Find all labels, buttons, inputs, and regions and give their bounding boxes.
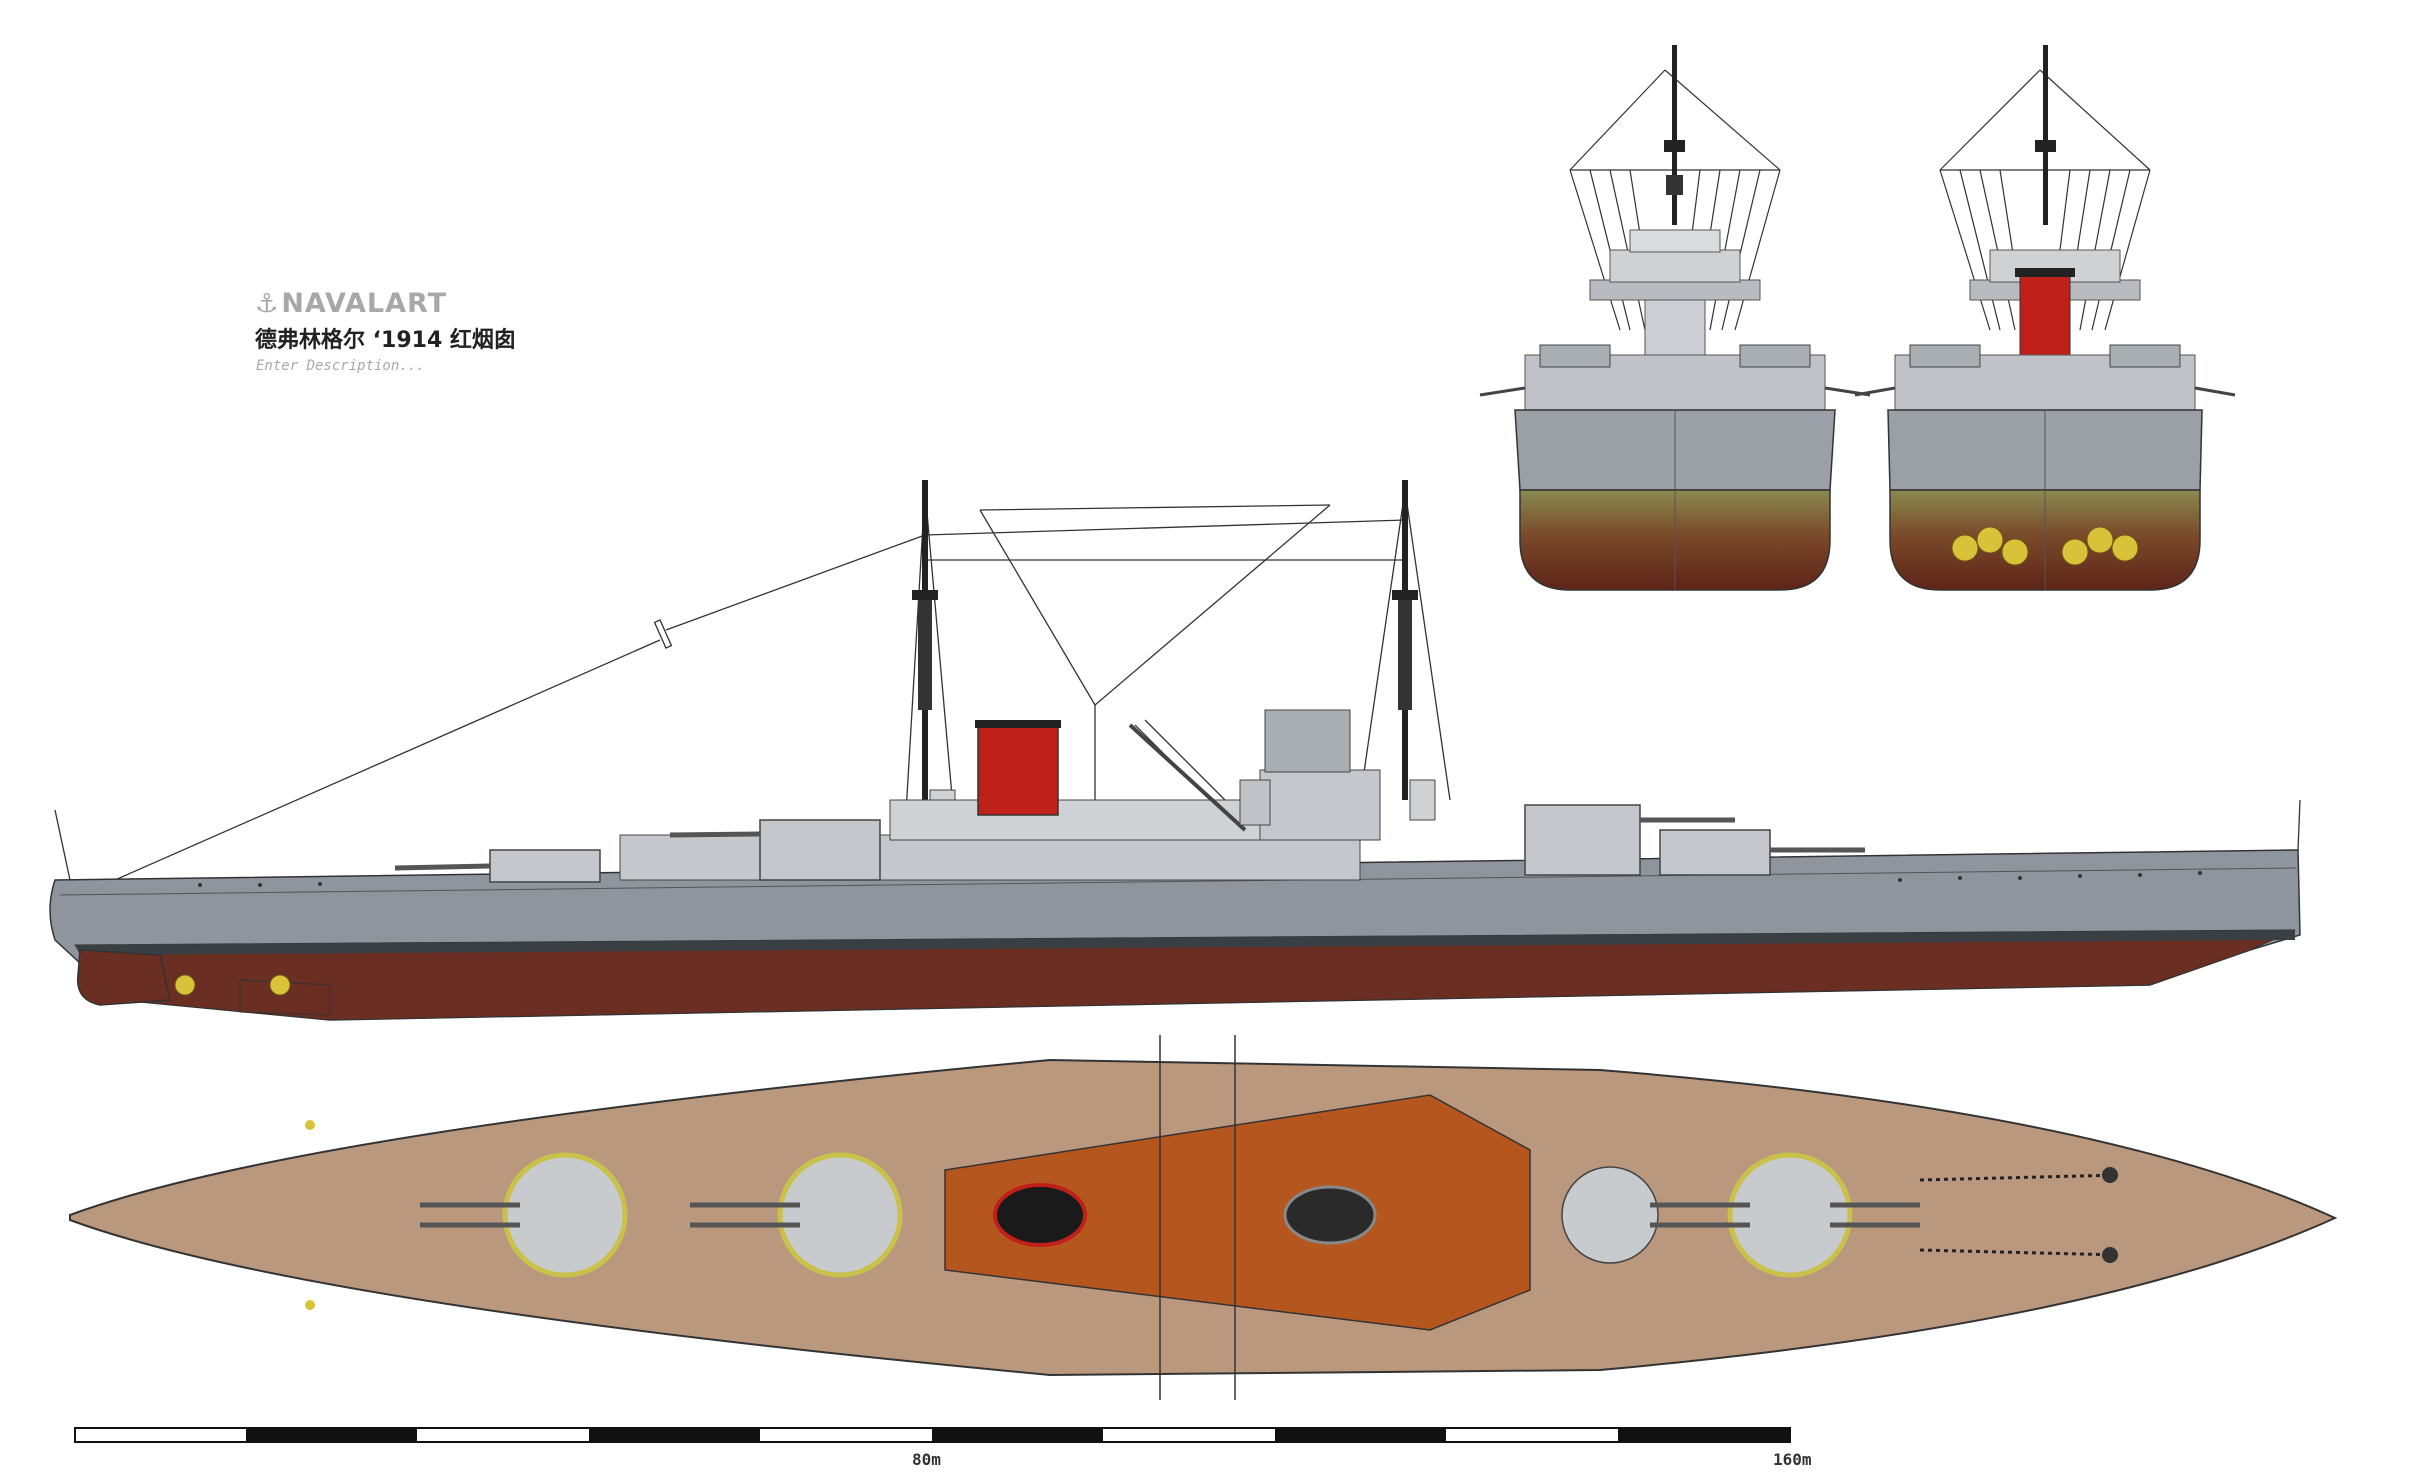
- brand-text: NAVALART: [281, 288, 448, 319]
- scale-label-mid: 80m: [912, 1450, 941, 1469]
- description-placeholder[interactable]: Enter Description...: [256, 358, 425, 374]
- drawing-title: 德弗林格尔 ‘1914 红烟囱: [255, 328, 516, 353]
- scale-bar: [74, 1427, 1791, 1443]
- deck-plan: [69, 1035, 2338, 1400]
- rear-view-stern: [1854, 45, 2236, 591]
- front-view-bow: [1479, 45, 1871, 591]
- propeller-icon: [1951, 526, 2139, 566]
- scale-label-end: 160m: [1773, 1450, 1812, 1469]
- side-profile: [49, 480, 2301, 1021]
- brand-logo: ⚓NAVALART: [255, 288, 447, 319]
- anchor-icon: ⚓: [255, 289, 280, 319]
